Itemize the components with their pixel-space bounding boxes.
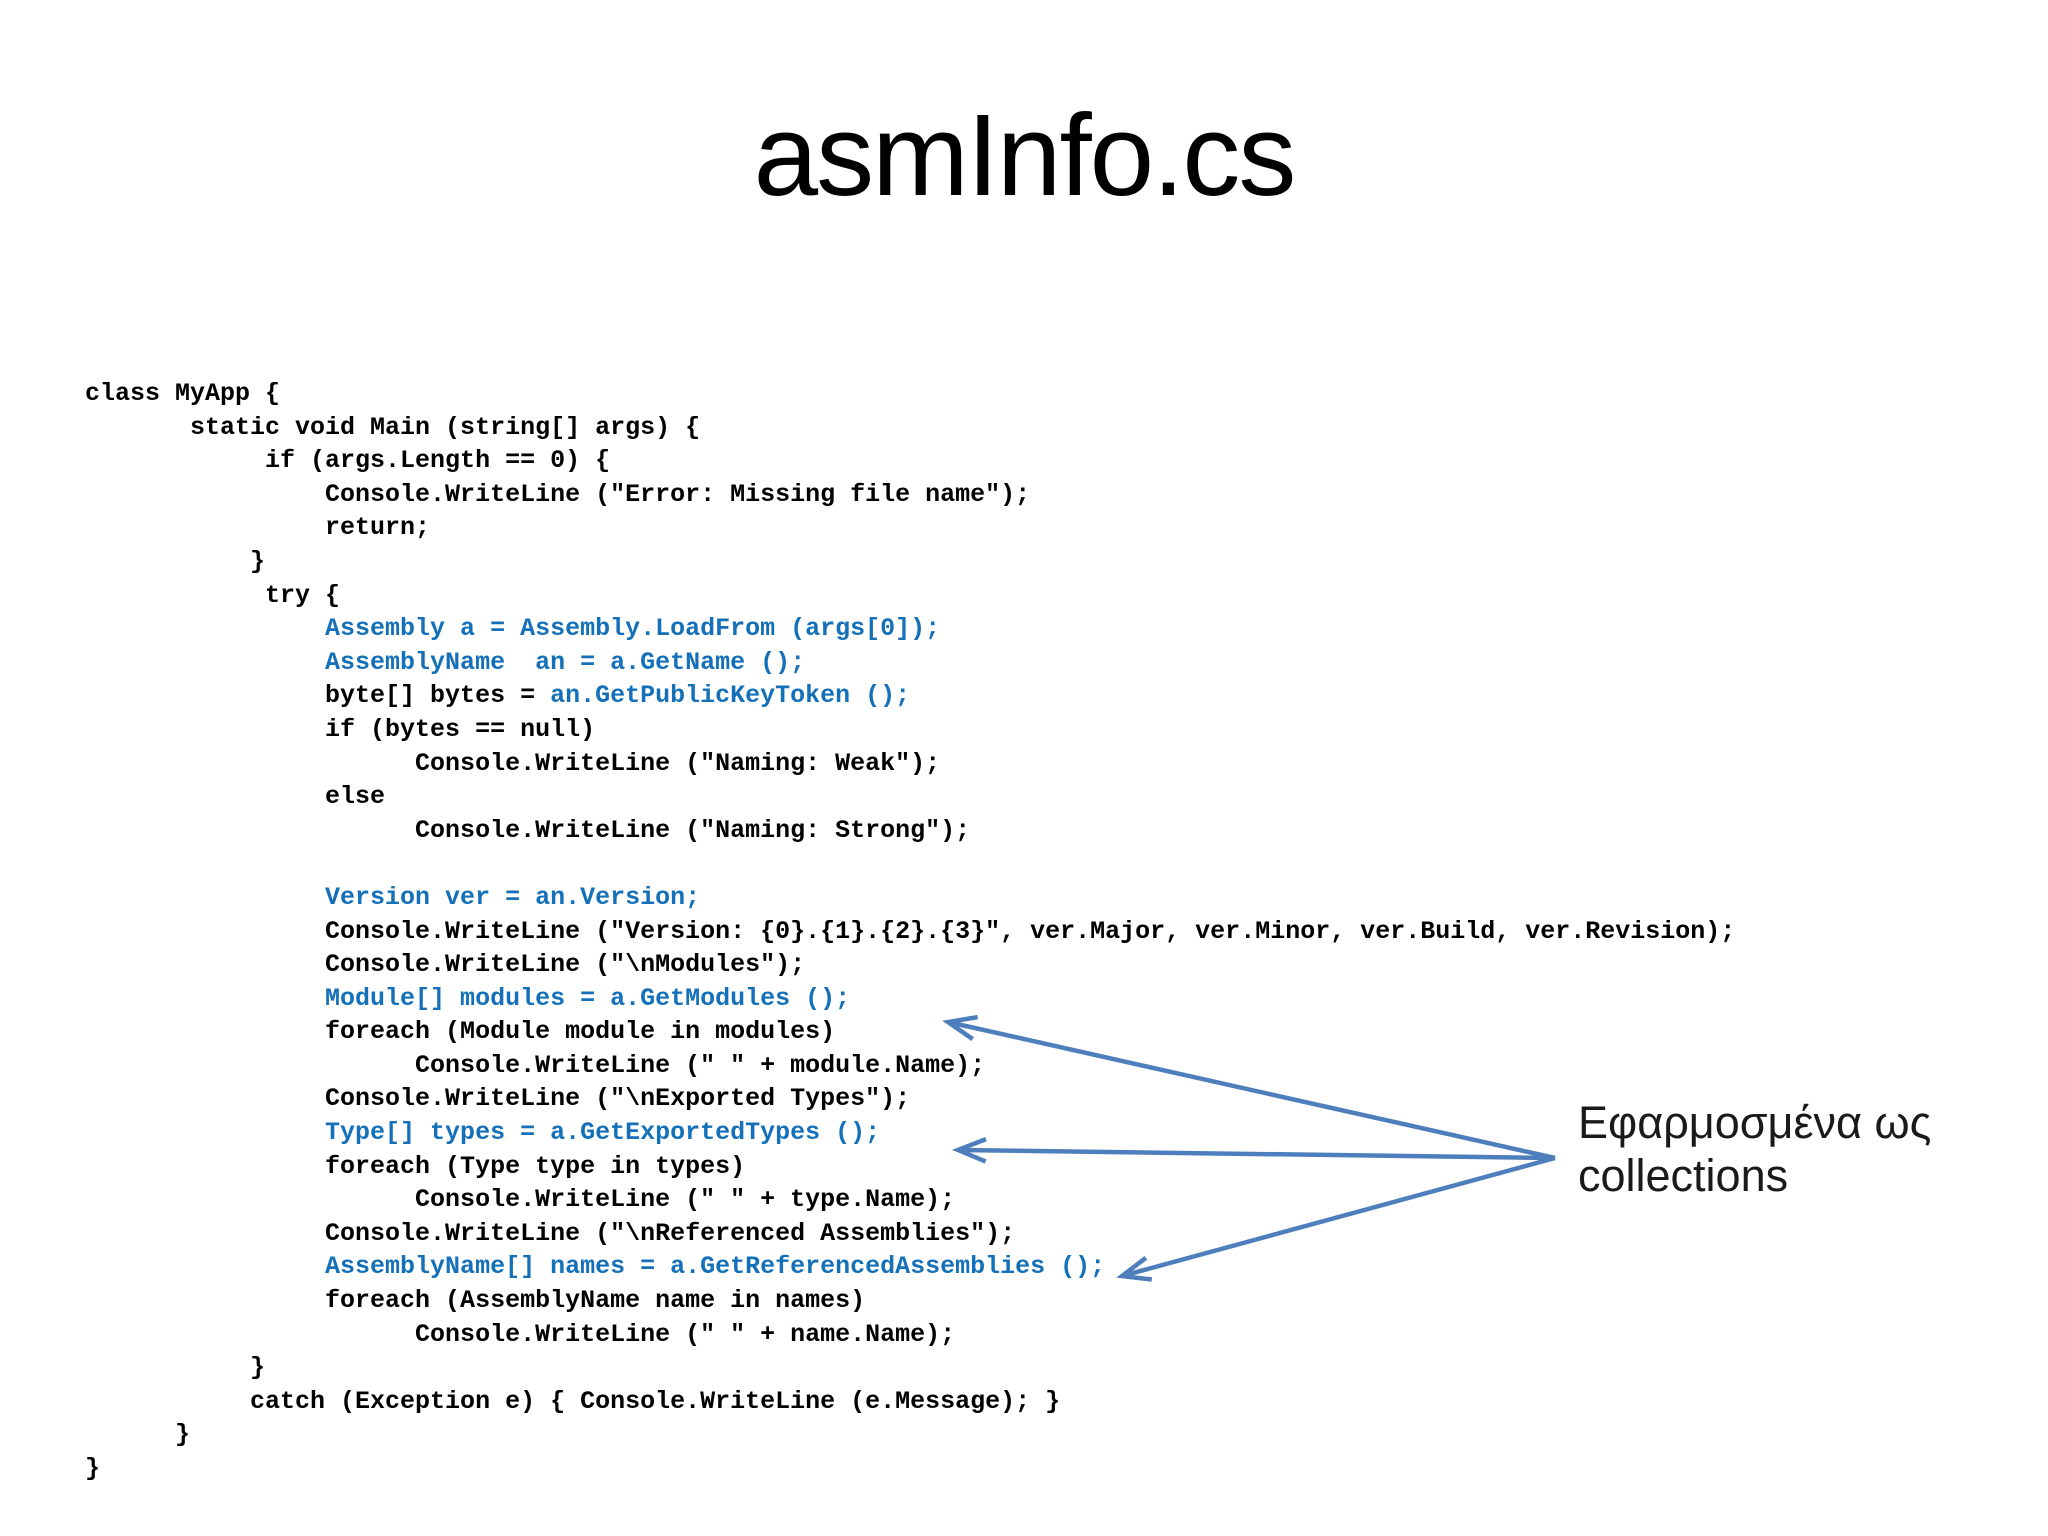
code-line: Console.WriteLine (" " + module.Name); (85, 1049, 1735, 1083)
code-line: Module[] modules = a.GetModules (); (85, 982, 1735, 1016)
code-segment: class MyApp { (85, 379, 281, 408)
slide-title: asmInfo.cs (753, 90, 1297, 220)
code-line: Console.WriteLine ("\nReferenced Assembl… (85, 1217, 1735, 1251)
code-segment: Console.WriteLine ("Error: Missing file … (85, 479, 1031, 509)
code-line: } (85, 1351, 1735, 1385)
code-line: AssemblyName an = a.GetName (); (85, 646, 1735, 680)
code-line: if (bytes == null) (85, 713, 1735, 747)
code-segment: AssemblyName an = a.GetName (); (85, 647, 806, 677)
code-line: return; (85, 511, 1735, 545)
code-line: try { (85, 579, 1735, 613)
code-line: AssemblyName[] names = a.GetReferencedAs… (85, 1250, 1735, 1284)
code-segment: Console.WriteLine ("\nReferenced Assembl… (85, 1218, 1016, 1248)
code-segment: } (85, 1420, 191, 1450)
code-line: catch (Exception e) { Console.WriteLine … (85, 1385, 1735, 1419)
code-segment: if (args.Length == 0) { (85, 446, 611, 476)
code-line: } (85, 1452, 1735, 1486)
code-segment: Module[] modules = a.GetModules (); (85, 983, 851, 1013)
code-line: if (args.Length == 0) { (85, 444, 1735, 478)
code-line: foreach (Module module in modules) (85, 1015, 1735, 1049)
code-line: Console.WriteLine ("Version: {0}.{1}.{2}… (85, 915, 1735, 949)
code-line: Console.WriteLine ("Error: Missing file … (85, 478, 1735, 512)
code-segment: Type[] types = a.GetExportedTypes (); (85, 1118, 881, 1148)
code-segment: } (85, 1353, 266, 1383)
code-line: Type[] types = a.GetExportedTypes (); (85, 1116, 1735, 1150)
code-segment: an.GetPublicKeyToken (); (550, 681, 911, 711)
code-segment: catch (Exception e) { Console.WriteLine … (85, 1386, 1061, 1416)
code-line: static void Main (string[] args) { (85, 411, 1735, 445)
code-line: class MyApp { (85, 377, 1735, 411)
code-segment: Console.WriteLine (" " + module.Name); (85, 1050, 986, 1080)
code-line: Console.WriteLine ("\nModules"); (85, 948, 1735, 982)
code-line: byte[] bytes = an.GetPublicKeyToken (); (85, 679, 1735, 713)
collections-annotation: Εφαρμοσμένα ως collections (1578, 1097, 1932, 1201)
code-line: else (85, 780, 1735, 814)
code-segment: foreach (Module module in modules) (85, 1017, 836, 1047)
code-line (85, 847, 1735, 881)
code-segment: byte[] bytes = (85, 681, 551, 711)
code-segment: Console.WriteLine (" " + name.Name); (85, 1319, 956, 1349)
code-line: Console.WriteLine ("Naming: Weak"); (85, 747, 1735, 781)
code-segment: Console.WriteLine ("Version: {0}.{1}.{2}… (85, 916, 1736, 946)
code-segment: if (bytes == null) (85, 714, 596, 744)
code-line: foreach (Type type in types) (85, 1150, 1735, 1184)
code-segment: Console.WriteLine ("Naming: Weak"); (85, 748, 941, 778)
code-segment: } (85, 546, 266, 576)
code-segment: Assembly a = Assembly.LoadFrom (args[0])… (85, 614, 941, 644)
code-block: class MyApp { static void Main (string[]… (85, 377, 1735, 1486)
code-segment: foreach (Type type in types) (85, 1151, 746, 1181)
code-segment: Console.WriteLine ("\nModules"); (85, 950, 806, 980)
code-line: Version ver = an.Version; (85, 881, 1735, 915)
code-line: Console.WriteLine (" " + type.Name); (85, 1183, 1735, 1217)
code-line: Console.WriteLine (" " + name.Name); (85, 1318, 1735, 1352)
code-line: } (85, 545, 1735, 579)
code-line: Console.WriteLine ("Naming: Strong"); (85, 814, 1735, 848)
code-line: } (85, 1418, 1735, 1452)
code-segment: return; (85, 513, 431, 543)
code-segment: Console.WriteLine ("\nExported Types"); (85, 1084, 911, 1114)
code-segment: else (85, 782, 386, 812)
code-segment: static void Main (string[] args) { (85, 412, 701, 442)
code-segment: AssemblyName[] names = a.GetReferencedAs… (85, 1252, 1106, 1282)
code-segment: Version ver = an.Version; (85, 882, 701, 912)
code-line: Assembly a = Assembly.LoadFrom (args[0])… (85, 612, 1735, 646)
code-segment: Console.WriteLine (" " + type.Name); (85, 1185, 956, 1215)
code-segment: foreach (AssemblyName name in names) (85, 1286, 866, 1316)
code-line: Console.WriteLine ("\nExported Types"); (85, 1082, 1735, 1116)
code-line: foreach (AssemblyName name in names) (85, 1284, 1735, 1318)
code-segment: } (85, 1454, 101, 1483)
code-segment: try { (85, 580, 341, 610)
code-segment: Console.WriteLine ("Naming: Strong"); (85, 815, 971, 845)
